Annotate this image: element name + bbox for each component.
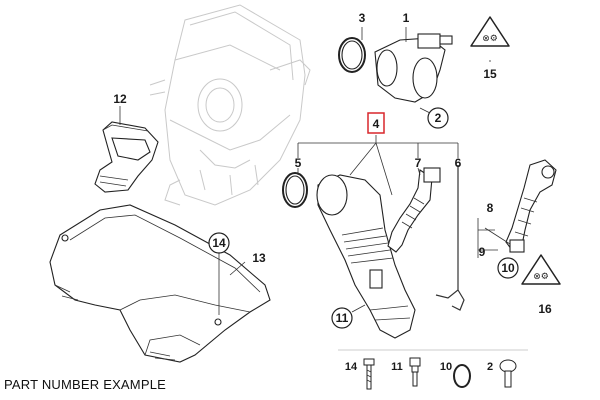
intake-duct-assembly (282, 165, 465, 339)
o-ring-icon (453, 364, 471, 388)
warning-triangle-icon: ⊗⚙ (470, 16, 510, 47)
legend-label-14: 14 (345, 361, 358, 373)
engine-cover-part (49, 204, 271, 363)
intake-snorkel-part (94, 121, 159, 193)
air-filter-housing-ghost (149, 4, 311, 206)
svg-text:⊗⚙: ⊗⚙ (482, 34, 498, 44)
callout-10: 10 (501, 261, 515, 275)
stud-bolt-icon (409, 357, 421, 387)
callout-7: 7 (415, 156, 422, 170)
callout-12: 12 (113, 92, 127, 106)
legend-label-11: 11 (391, 361, 403, 373)
callout-5: 5 (295, 156, 302, 170)
screw-icon (363, 358, 375, 390)
footer-caption: PART NUMBER EXAMPLE (4, 377, 167, 392)
callout-15: 15 (483, 67, 497, 81)
legend-label-2: 2 (487, 361, 493, 373)
callout-14: 14 (212, 236, 226, 250)
callout-10-circle: 10 (497, 257, 519, 279)
callout-2-circle: 2 (427, 107, 449, 129)
breather-hose-part (505, 159, 557, 253)
callout-11-circle: 11 (331, 307, 353, 329)
callout-4: 4 (373, 117, 380, 131)
callout-16: 16 (538, 302, 552, 316)
callout-11: 11 (336, 311, 349, 325)
callout-3: 3 (359, 11, 366, 25)
fastener-legend: 14 11 10 2 (338, 349, 528, 390)
callout-13: 13 (252, 251, 266, 265)
callout-2: 2 (435, 111, 442, 125)
callout-4-highlight-box (367, 112, 385, 134)
seal-ring-part (338, 37, 366, 73)
svg-text:⊗⚙: ⊗⚙ (533, 272, 549, 282)
callout-9: 9 (479, 245, 486, 259)
round-head-screw-icon (499, 359, 517, 388)
callout-1: 1 (403, 11, 410, 25)
legend-label-10: 10 (440, 361, 452, 373)
warning-triangle-icon: ⊗⚙ (521, 254, 561, 285)
callout-14-circle: 14 (208, 232, 230, 254)
leader-lines (119, 27, 511, 315)
air-mass-meter-part (374, 33, 453, 103)
callout-8: 8 (487, 201, 494, 215)
callout-6: 6 (455, 156, 462, 170)
